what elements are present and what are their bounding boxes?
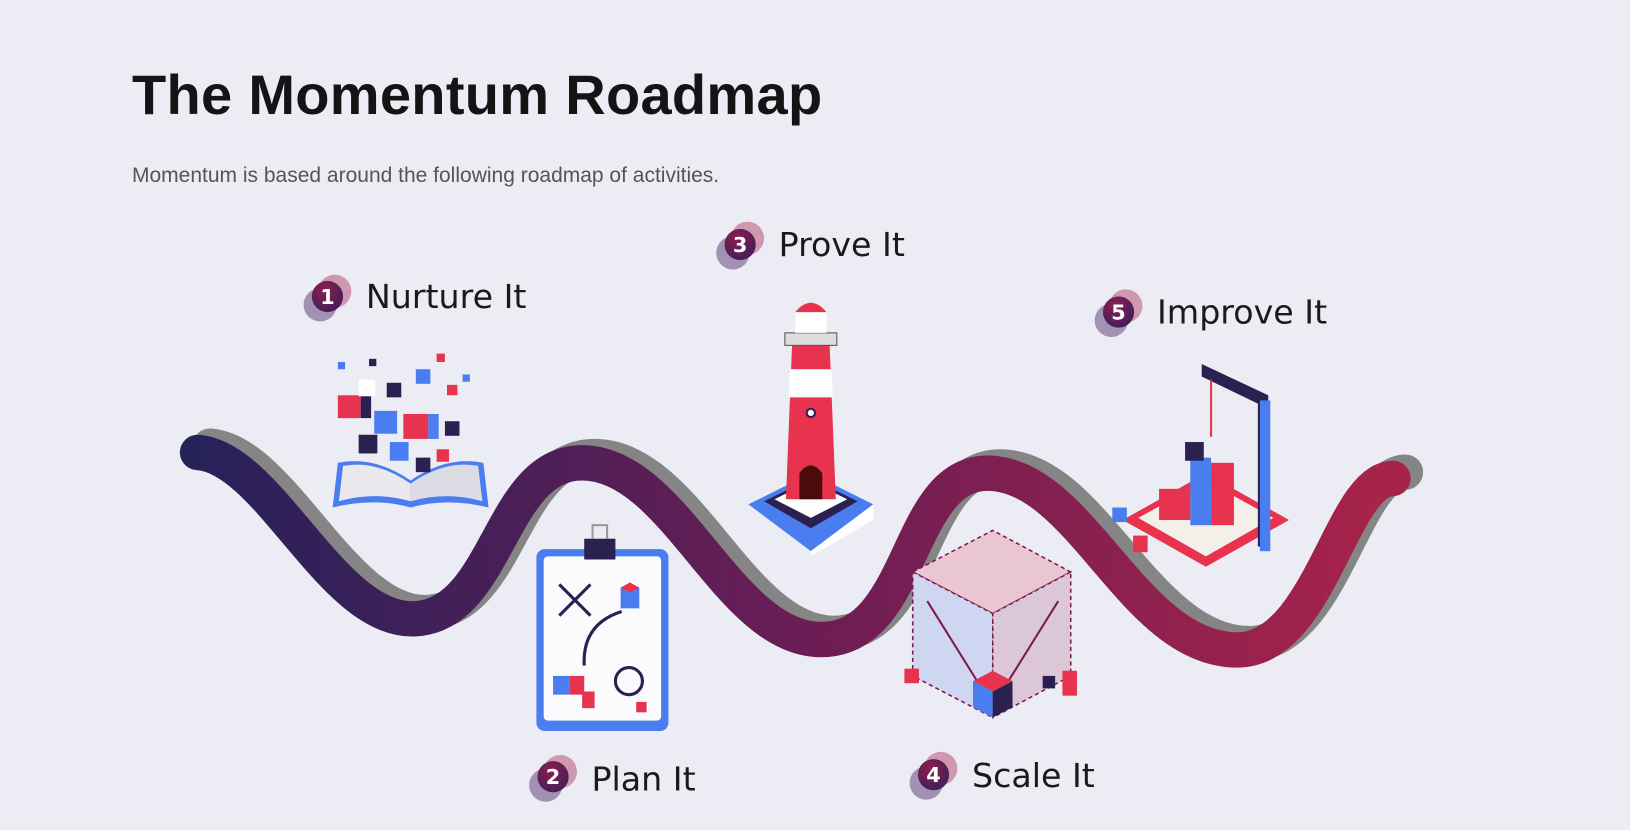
- step-2[interactable]: 2 Plan It: [529, 754, 696, 802]
- step-label: Nurture It: [366, 277, 527, 316]
- book-cubes-icon: [332, 353, 489, 508]
- step-label: Scale It: [972, 756, 1095, 795]
- step-5[interactable]: 5 Improve It: [1094, 289, 1328, 338]
- roadmap-path: [179, 428, 1424, 668]
- step-label: Plan It: [591, 759, 695, 798]
- page-subtitle: Momentum is based around the following r…: [132, 164, 720, 187]
- crane-icon: [1112, 364, 1290, 567]
- step-1[interactable]: 1 Nurture It: [303, 274, 527, 322]
- scale-cube-icon: [904, 529, 1077, 719]
- step-number: 4: [926, 763, 940, 787]
- clipboard-plan-icon: [536, 524, 669, 732]
- step-number: 3: [733, 233, 747, 257]
- step-label: Prove It: [779, 225, 905, 264]
- step-4[interactable]: 4 Scale It: [909, 751, 1095, 800]
- step-label: Improve It: [1157, 293, 1327, 332]
- page-title: The Momentum Roadmap: [132, 63, 823, 126]
- lighthouse-icon: [748, 302, 874, 557]
- step-number: 2: [546, 765, 560, 789]
- step-3[interactable]: 3 Prove It: [716, 221, 905, 270]
- step-number: 1: [320, 285, 334, 309]
- step-number: 5: [1111, 300, 1125, 324]
